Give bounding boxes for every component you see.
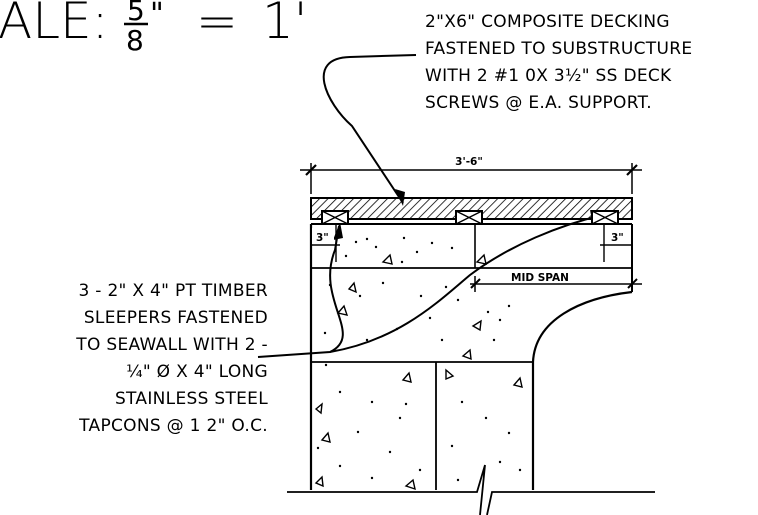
scale-title: ALE: 5 8 " = 1' xyxy=(0,0,308,57)
scale-equals: = xyxy=(196,0,238,50)
scale-denominator: 8 xyxy=(126,24,144,57)
right-offset-label: 3" xyxy=(611,232,624,244)
dim-tick-left xyxy=(305,164,317,176)
sleeper-note-line-6: TAPCONS @ 1 2" O.C. xyxy=(78,416,268,436)
scale-foot: 1' xyxy=(262,0,308,50)
mid-span-label: MID SPAN xyxy=(511,272,569,284)
scale-inch-mark: " xyxy=(150,0,164,32)
sleeper-note-line-4: ¼" Ø X 4" LONG xyxy=(126,362,268,382)
scale-prefix: ALE: xyxy=(0,0,109,50)
right-offset-dimension: 3" xyxy=(600,224,632,262)
scale-numerator: 5 xyxy=(127,0,145,27)
seawall-curved-face xyxy=(531,290,633,490)
sleeper-note-line-5: STAINLESS STEEL xyxy=(115,389,268,409)
decking-note: 2"X6" COMPOSITE DECKING FASTENED TO SUBS… xyxy=(425,12,692,113)
left-offset-dimension: 3" xyxy=(311,224,340,262)
sleeper-note-line-1: 3 - 2" X 4" PT TIMBER xyxy=(78,281,268,301)
decking-leader-line xyxy=(322,54,417,204)
sleeper-note-line-3: TO SEAWALL WITH 2 - xyxy=(75,335,268,355)
decking-note-line-3: WITH 2 #1 0X 3½" SS DECK xyxy=(425,66,672,86)
seawall-concrete xyxy=(287,223,655,515)
decking-note-line-2: FASTENED TO SUBSTRUCTURE xyxy=(425,39,692,59)
mid-span-dimension: MID SPAN xyxy=(470,270,642,292)
sleeper-note-line-2: SLEEPERS FASTENED xyxy=(84,308,268,328)
overall-width-label: 3'-6" xyxy=(455,156,483,168)
timber-sleepers xyxy=(321,210,619,225)
left-offset-label: 3" xyxy=(316,232,329,244)
ground-break-right xyxy=(486,491,655,515)
decking-note-line-1: 2"X6" COMPOSITE DECKING xyxy=(425,12,670,32)
decking-leader xyxy=(322,54,417,206)
dim-tick-right xyxy=(626,164,638,176)
ground-break-left xyxy=(287,464,486,515)
sleeper-leader-right xyxy=(329,214,604,353)
overall-dimension: 3'-6" xyxy=(300,156,642,194)
decking-note-line-4: SCREWS @ E.A. SUPPORT. xyxy=(425,93,652,113)
sleeper-note: 3 - 2" X 4" PT TIMBER SLEEPERS FASTENED … xyxy=(75,281,268,436)
aggregate-dots xyxy=(316,236,522,482)
